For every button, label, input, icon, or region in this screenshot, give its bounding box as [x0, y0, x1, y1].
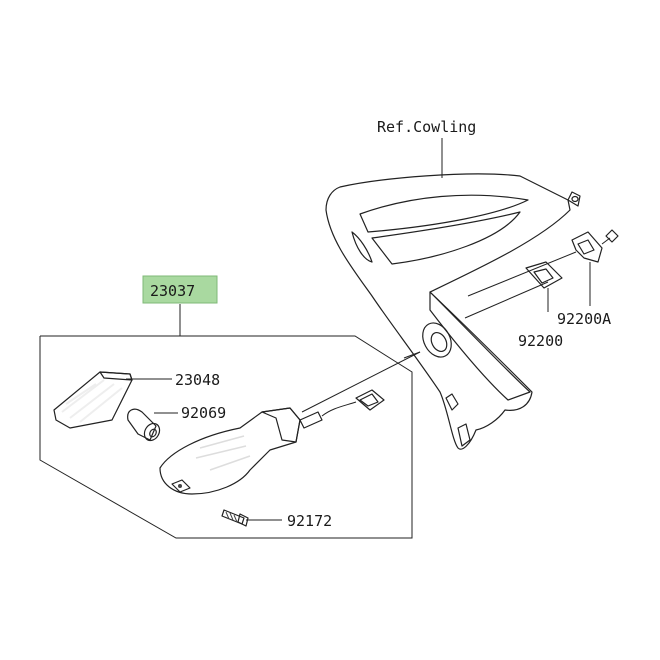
- ref-cowling-label: Ref.Cowling: [377, 118, 476, 136]
- bulb-92069: [127, 408, 161, 442]
- screw-label[interactable]: 92172: [287, 512, 332, 530]
- grommet-label[interactable]: 92200: [518, 332, 563, 350]
- screw-92172: [221, 509, 249, 527]
- bracket-label[interactable]: 92200A: [557, 310, 611, 328]
- lens-label[interactable]: 23048: [175, 371, 220, 389]
- leader-lines: [39, 138, 591, 539]
- bracket-92200A: [571, 229, 619, 263]
- bulb-label[interactable]: 92069: [181, 404, 226, 422]
- grommet-92200: [525, 261, 563, 289]
- lens-23048: [53, 371, 133, 429]
- assembly-highlight: [142, 275, 218, 304]
- assembly-label[interactable]: 23037: [150, 282, 195, 300]
- cowling: [325, 173, 581, 450]
- signal-housing: [159, 389, 385, 495]
